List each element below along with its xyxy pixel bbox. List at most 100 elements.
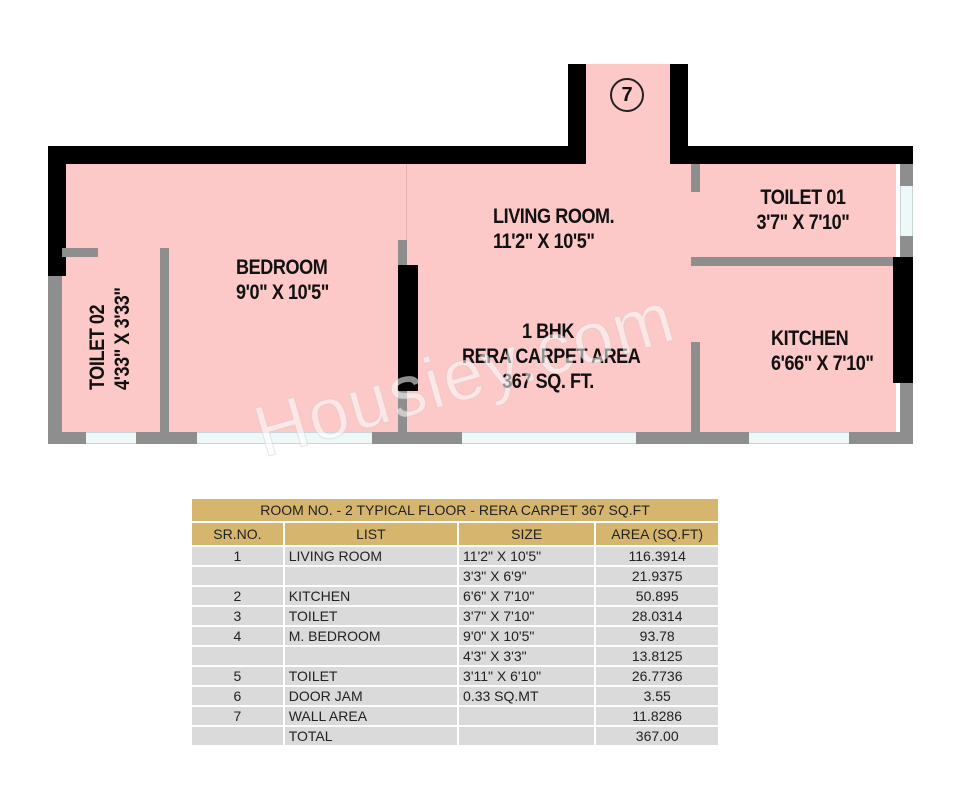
cell-list: LIVING ROOM [282, 545, 460, 567]
room-fill-main [66, 164, 896, 432]
cell-area: 50.895 [594, 585, 720, 607]
header-list: LIST [282, 521, 460, 547]
wall-kitchen-right-lower [900, 383, 913, 444]
wall-bottom-2 [136, 432, 197, 444]
table-title: ROOM NO. - 2 TYPICAL FLOOR - RERA CARPET… [190, 497, 720, 523]
cell-list [282, 645, 460, 667]
cell-area: 28.0314 [594, 605, 720, 627]
partition-block-living [398, 265, 418, 391]
cell-sr [190, 565, 285, 587]
cell-area: 3.55 [594, 685, 720, 707]
cell-sr: 4 [190, 625, 285, 647]
summary-area-label: RERA CARPET AREA [462, 344, 641, 368]
toilet-01-label: TOILET 01 3'7" X 7'10" [747, 186, 859, 236]
cell-size [457, 725, 597, 747]
table-row: 7 WALL AREA 11.8286 [190, 705, 720, 727]
cell-area: 13.8125 [594, 645, 720, 667]
cell-list: KITCHEN [282, 585, 460, 607]
kitchen-size: 6'66" X 7'10" [771, 351, 874, 375]
window-toilet-02 [86, 432, 136, 444]
cell-size: 9'0" X 10'5" [457, 625, 597, 647]
cell-sr: 3 [190, 605, 285, 627]
exterior-wall-top-left [48, 146, 586, 164]
cell-size: 3'3" X 6'9" [457, 565, 597, 587]
wall-bottom-5 [849, 432, 913, 444]
table-row: 6 DOOR JAM 0.33 SQ.MT 3.55 [190, 685, 720, 707]
table-row: 1 LIVING ROOM 11'2" X 10'5" 116.3914 [190, 545, 720, 567]
cell-size [457, 705, 597, 727]
exterior-wall-passage-left [568, 64, 586, 164]
exterior-wall-passage-right [670, 64, 688, 164]
cell-list: TOTAL [282, 725, 460, 747]
cell-sr: 2 [190, 585, 285, 607]
cell-list: TOILET [282, 605, 460, 627]
header-size: SIZE [457, 521, 597, 547]
cell-list: WALL AREA [282, 705, 460, 727]
window-kitchen [749, 432, 849, 444]
exterior-wall-top-right [670, 146, 913, 164]
living-room-size: 11'2" X 10'5" [493, 229, 595, 253]
exterior-wall-kitchen-right [893, 257, 913, 383]
table-row: 3'3" X 6'9" 21.9375 [190, 565, 720, 587]
cell-list: M. BEDROOM [282, 625, 460, 647]
header-area: AREA (SQ.FT) [594, 521, 720, 547]
cell-sr: 1 [190, 545, 285, 567]
wall-kitchen-left-lower [691, 342, 700, 444]
cell-size: 11'2" X 10'5" [457, 545, 597, 567]
wall-toilet-01-left-stub [691, 164, 700, 192]
cell-area: 93.78 [594, 625, 720, 647]
window-toilet-01 [900, 186, 913, 236]
wall-living-left-stub [398, 240, 407, 265]
cell-area: 26.7736 [594, 665, 720, 687]
toilet-02-label: TOILET 02 4'33" X 3'33" [86, 271, 136, 390]
wall-toilet-02-top [62, 248, 98, 257]
wall-bottom-4 [636, 432, 749, 444]
cell-list: TOILET [282, 665, 460, 687]
wall-bottom-1 [48, 432, 86, 444]
bedroom-name: BEDROOM [236, 256, 328, 279]
window-bedroom [197, 432, 372, 444]
table-title-row: ROOM NO. - 2 TYPICAL FLOOR - RERA CARPET… [190, 497, 720, 523]
cell-size: 0.33 SQ.MT [457, 685, 597, 707]
cell-sr: 7 [190, 705, 285, 727]
cell-sr [190, 645, 285, 667]
bedroom-size: 9'0" X 10'5" [236, 280, 329, 304]
exterior-wall-left [48, 146, 66, 276]
cell-size: 3'7" X 7'10" [457, 605, 597, 627]
cell-sr: 5 [190, 665, 285, 687]
cell-size: 4'3" X 3'3" [457, 645, 597, 667]
toilet-02-name: TOILET 02 [86, 304, 109, 390]
toilet-01-size: 3'7" X 7'10" [756, 210, 850, 234]
wall-toilet-01-right-top [900, 164, 913, 186]
toilet-02-size: 4'33" X 3'33" [110, 287, 134, 390]
table-row: 4 M. BEDROOM 9'0" X 10'5" 93.78 [190, 625, 720, 647]
room-marker: 7 [610, 78, 644, 112]
cell-area: 367.00 [594, 725, 720, 747]
summary-type: 1 BHK [521, 320, 575, 343]
wall-toilet-01-right-bottom [900, 236, 913, 257]
living-room-label: LIVING ROOM. 11'2" X 10'5" [493, 205, 615, 255]
cell-list: DOOR JAM [282, 685, 460, 707]
cell-sr [190, 725, 285, 747]
header-sr-no: SR.NO. [190, 521, 285, 547]
table-total-row: TOTAL 367.00 [190, 725, 720, 747]
kitchen-label: KITCHEN 6'66" X 7'10" [771, 327, 874, 377]
living-room-name: LIVING ROOM. [493, 205, 615, 228]
table-row: 2 KITCHEN 6'6" X 7'10" 50.895 [190, 585, 720, 607]
table-row: 5 TOILET 3'11" X 6'10" 26.7736 [190, 665, 720, 687]
wall-toilet-02-right [160, 248, 169, 444]
table-row: 4'3" X 3'3" 13.8125 [190, 645, 720, 667]
wall-toilet-kitchen-divider [691, 257, 893, 266]
partition-line-bedroom-living [406, 164, 407, 240]
cell-area: 11.8286 [594, 705, 720, 727]
window-living [462, 432, 636, 444]
wall-toilet-02-left [48, 276, 62, 444]
table-row: 3 TOILET 3'7" X 7'10" 28.0314 [190, 605, 720, 627]
room-fill-toilet-02 [48, 248, 168, 432]
cell-area: 116.3914 [594, 545, 720, 567]
wall-bottom-3 [372, 432, 462, 444]
summary-label: 1 BHK RERA CARPET AREA 367 SQ. FT. [462, 320, 641, 394]
area-table: ROOM NO. - 2 TYPICAL FLOOR - RERA CARPET… [190, 497, 720, 747]
bedroom-label: BEDROOM 9'0" X 10'5" [236, 256, 329, 306]
cell-size: 6'6" X 7'10" [457, 585, 597, 607]
